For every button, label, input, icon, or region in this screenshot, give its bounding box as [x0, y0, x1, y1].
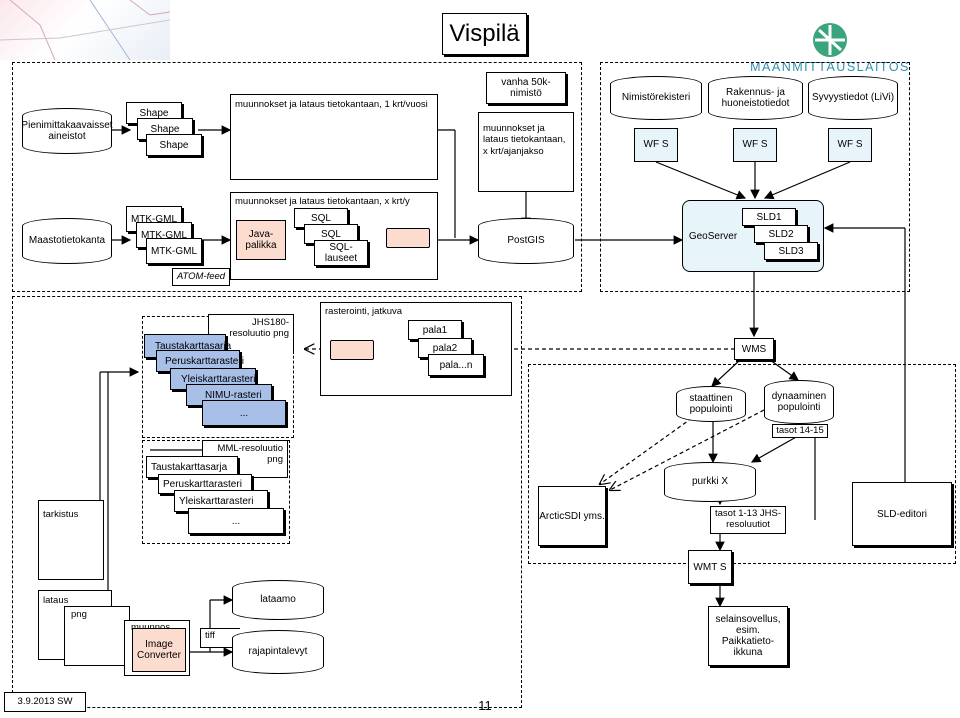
purkki-x: purkki X — [664, 462, 756, 502]
logo-mark-icon — [813, 23, 847, 57]
raster-bottom-4: ... — [188, 508, 284, 534]
top-left-region — [12, 62, 582, 292]
sql-2: SQL — [304, 224, 358, 244]
converter-box — [386, 228, 430, 248]
source-pienimittakaava: Pienimittakaavaisset aineistot — [21, 108, 113, 154]
map-thumbnail-lines — [0, 0, 170, 60]
selainsovellus: selainsovellus, esim. Paikkatieto-ikkuna — [708, 606, 788, 666]
arcticsdi: ArcticSDI yms. — [538, 486, 606, 546]
footer-date: 3.9.2013 SW — [4, 692, 86, 712]
logo-text: MAANMITTAUSLAITOS — [750, 60, 910, 74]
tasot-1-13: tasot 1-13 JHS-resoluutiot — [710, 506, 786, 534]
postgis-db: PostGIS — [478, 218, 574, 264]
sql-lauseet: SQL-lauseet — [314, 240, 368, 266]
staattinen-populointi: staattinen populointi — [676, 386, 746, 422]
sld-1: SLD1 — [742, 208, 796, 226]
wfs-3: WF S — [828, 128, 872, 162]
raster-top-5: ... — [202, 400, 286, 426]
source-maastotietokanta: Maastotietokanta — [22, 218, 112, 264]
page-number: 11 — [478, 698, 492, 713]
wfs-2: WF S — [733, 128, 777, 162]
wmts: WMT S — [688, 550, 732, 584]
atom-feed: ATOM-feed — [172, 268, 230, 286]
logo: MAANMITTAUSLAITOS — [735, 18, 925, 76]
source-vanha-50k: vanha 50k-nimistö — [486, 72, 566, 104]
tiff-box: tiff — [200, 628, 240, 648]
pala-n: pala...n — [428, 354, 484, 376]
rajapintalevyt: rajapintalevyt — [232, 630, 324, 674]
sld-2: SLD2 — [754, 225, 808, 243]
lataamo: lataamo — [232, 580, 324, 620]
bottom-left-region — [12, 296, 522, 708]
wms: WMS — [734, 338, 774, 360]
sld-3: SLD3 — [764, 242, 818, 260]
rasterointi-tool — [330, 340, 374, 360]
map-thumbnail — [0, 0, 170, 60]
dynaaminen-populointi: dynaaminen populointi — [764, 380, 834, 424]
mtk-gml-3: MTK-GML — [146, 238, 202, 264]
pala-1: pala1 — [408, 320, 462, 340]
shape-file-3: Shape — [146, 134, 202, 156]
source-nimistorekisteri: Nimistörekisteri — [610, 76, 702, 120]
page-title: Vispilä — [442, 13, 527, 55]
source-syvyys: Syvyystiedot (LiVi) — [808, 76, 898, 120]
tarkistus: tarkistus — [38, 500, 104, 580]
muunnos-periodic: muunnokset ja lataus tietokantaan, x krt… — [478, 112, 574, 192]
source-rakennus: Rakennus- ja huoneistotiedot — [708, 76, 803, 120]
muunnos-yearly: muunnokset ja lataus tietokantaan, 1 krt… — [230, 94, 438, 180]
png-box: png — [64, 606, 130, 666]
image-converter: Image Converter — [132, 628, 186, 672]
sld-editori: SLD-editori — [852, 482, 952, 546]
java-palikka: Java-palikka — [236, 220, 286, 260]
bottom-right-region — [528, 364, 956, 564]
wfs-1: WF S — [634, 128, 678, 162]
geoserver-label: GeoServer — [688, 231, 738, 242]
top-right-region — [600, 62, 910, 292]
tasot-14-15: tasot 14-15 — [772, 424, 828, 438]
